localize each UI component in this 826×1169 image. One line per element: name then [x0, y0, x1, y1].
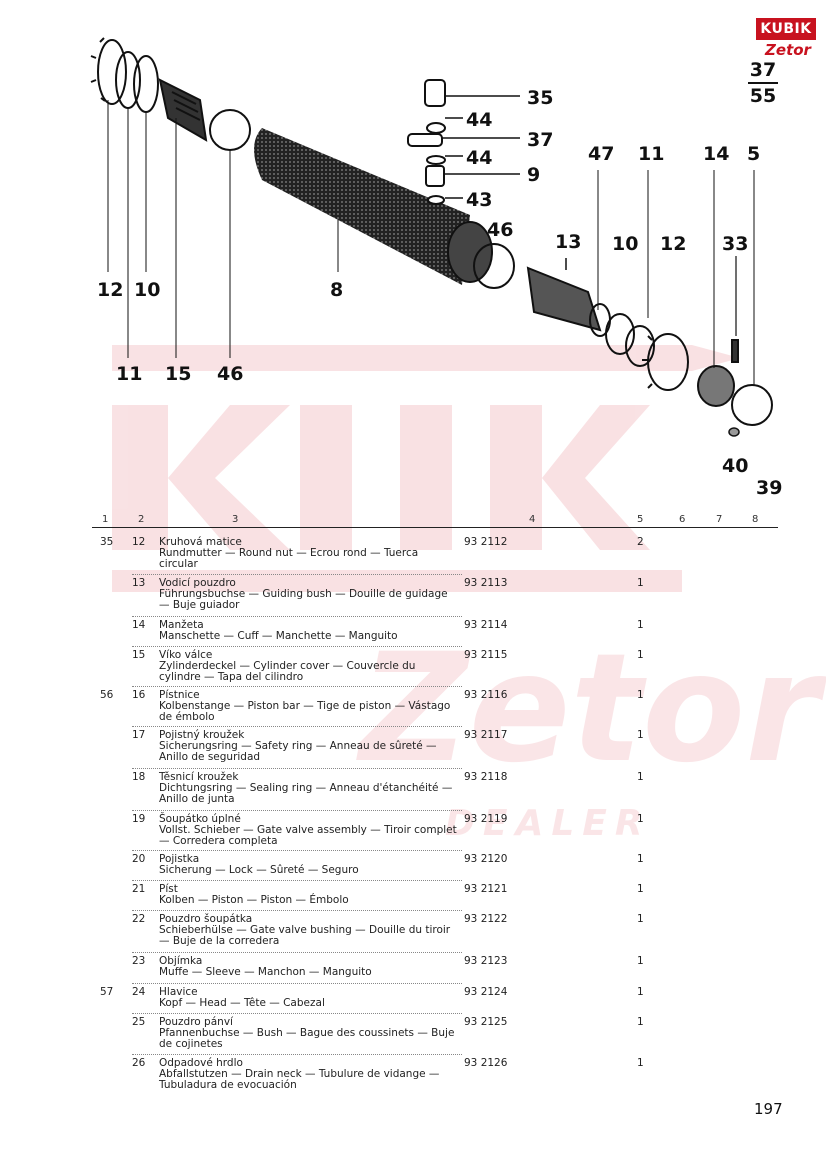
callout-44: 44: [466, 109, 493, 131]
callout-33: 33: [722, 233, 749, 255]
callout-10: 10: [134, 279, 161, 301]
washer-40: [728, 427, 740, 437]
col-header-7: 7: [716, 514, 723, 525]
logo-brand: KUBIK: [756, 18, 816, 40]
callout-15: 15: [165, 363, 192, 385]
callout-11: 11: [116, 363, 143, 385]
col-header-3: 3: [232, 514, 239, 525]
callout-12: 12: [660, 233, 687, 255]
callout-37: 37: [527, 129, 554, 151]
rings-left: [115, 51, 159, 113]
page-ref-bottom: 55: [749, 85, 777, 107]
logo-sub: Zetor: [765, 41, 811, 59]
cylinder-cover-left: [158, 78, 208, 142]
callout-8: 8: [330, 279, 344, 301]
callout-9: 9: [527, 164, 541, 186]
page-number: 197: [754, 1100, 783, 1118]
callout-43: 43: [466, 189, 493, 211]
callout-40: 40: [722, 455, 749, 477]
col-header-6: 6: [679, 514, 686, 525]
part-number: 93 2112: [464, 536, 508, 548]
col-header-1: 1: [102, 514, 109, 525]
pos-cell: 12: [132, 536, 146, 548]
callout-11: 11: [638, 143, 665, 165]
callout-14: 14: [703, 143, 730, 165]
cylinder-8: [254, 128, 515, 289]
page-reference: 37 55: [748, 58, 778, 108]
banjo-bolt-group: [407, 79, 520, 205]
rings-right: [589, 303, 655, 367]
table-rule: [92, 527, 778, 528]
col-header-2: 2: [138, 514, 145, 525]
ref-cell: 35: [100, 536, 114, 548]
col-header-8: 8: [752, 514, 759, 525]
col-header-4: 4: [529, 514, 536, 525]
callout-47: 47: [588, 143, 615, 165]
o-ring-46-left: [209, 109, 251, 151]
round-nut-right: [642, 333, 689, 391]
round-nut-left: [90, 37, 127, 105]
callout-5: 5: [747, 143, 761, 165]
exploded-diagram: [90, 37, 773, 437]
cap-14: [697, 365, 773, 426]
callout-44: 44: [466, 147, 493, 169]
callout-46: 46: [217, 363, 244, 385]
kubik-logo: KUBIK Zetor: [756, 18, 816, 68]
callout-10: 10: [612, 233, 639, 255]
page-ref-top: 37: [748, 58, 778, 84]
quantity: 2: [637, 536, 644, 548]
callout-35: 35: [527, 87, 554, 109]
screw-33: [731, 256, 739, 363]
guiding-bush-13: [526, 258, 602, 332]
callout-12: 12: [97, 279, 124, 301]
callout-13: 13: [555, 231, 582, 253]
col-header-5: 5: [637, 514, 644, 525]
callout-46: 46: [487, 219, 514, 241]
callout-39: 39: [756, 477, 783, 499]
